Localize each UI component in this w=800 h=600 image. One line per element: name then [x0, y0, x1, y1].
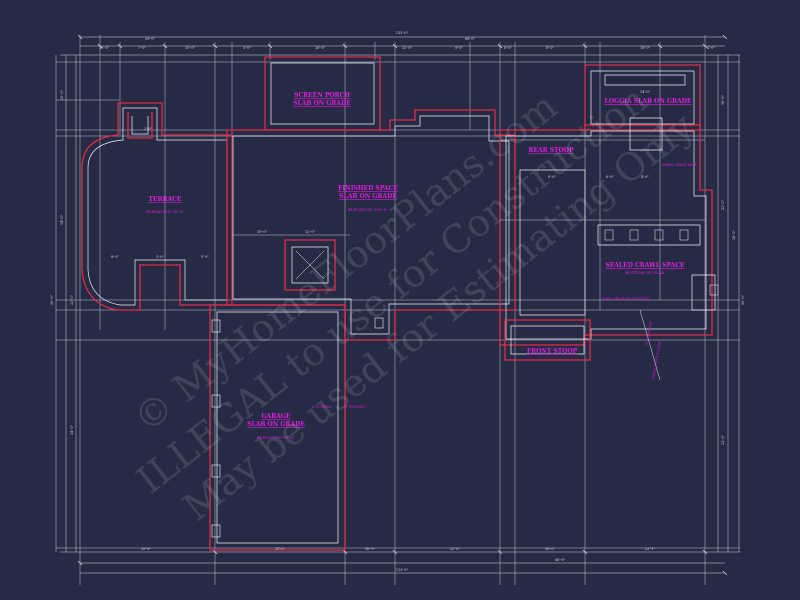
dim-interior-5: 8'-0"	[548, 175, 556, 179]
room-label-screen-porch-line2: SLAB ON GRADE	[293, 100, 351, 107]
room-sub-finished-space: ELEVATION 100'-0"	[348, 207, 389, 212]
dim-interior-9: 2'-0"	[144, 127, 152, 131]
dim-top-upper-0: 29'-0"	[145, 37, 156, 41]
dim-top-chain-5: 12'-0"	[402, 46, 413, 50]
dim-right-chain-1: 22'-0"	[721, 200, 725, 211]
dim-bottom-overall-1: 86'-0"	[555, 558, 566, 562]
room-label-garage-line2: SLAB ON GRADE	[247, 421, 305, 428]
dim-top-chain-9: 18'-0"	[640, 46, 651, 50]
dim-bottom-chain-3: 22'-8"	[450, 547, 461, 551]
room-sub-garage: ELEVATION 99'-6"	[257, 435, 295, 440]
dim-bottom-chain-2: 16'-0"	[365, 547, 376, 551]
room-label-finished-space-line2: SLAB ON GRADE	[339, 193, 397, 200]
dim-bottom-overall-0: 133'-0"	[396, 568, 409, 572]
dim-left-chain-0: 20'-0"	[60, 90, 64, 101]
dim-bottom-chain-1: 19'-0"	[275, 547, 286, 551]
dim-interior-2: 5'-0"	[201, 255, 209, 259]
dim-interior-8: 14'-0"	[640, 90, 651, 94]
note-crawl: CRAWL SPACE WALL	[662, 163, 698, 167]
dimension-grid	[55, 34, 740, 585]
note-cross-1: FOUNDATION	[645, 321, 653, 345]
note-footing-a: 4' FOOTING	[312, 405, 333, 409]
watermark-line-2: ILLEGAL to use for Construction	[129, 77, 656, 502]
dim-top-chain-0: 16'-0"	[99, 46, 110, 50]
dim-top-chain-10: 4'-0"	[707, 46, 715, 50]
dim-right-chain-2: 28'-0"	[732, 230, 736, 241]
dimension-labels: 133'-0" 29'-0" 88'-0" 16'-0" 7'-0" 10'-0…	[50, 31, 745, 572]
room-labels: SCREEN PORCH SLAB ON GRADE LOGGIA SLAB O…	[146, 92, 692, 440]
dim-top-chain-8: 8'-0"	[546, 46, 554, 50]
dim-left-chain-1: 14'-0"	[60, 215, 64, 226]
dim-interior-4: 12'-0"	[305, 230, 316, 234]
room-label-terrace: TERRACE	[148, 196, 181, 203]
room-label-garage: GARAGE	[261, 413, 291, 420]
dim-left-chain-3: 34'-0"	[70, 425, 74, 436]
dim-top-overall: 133'-0"	[396, 31, 409, 35]
dim-top-chain-1: 7'-0"	[138, 46, 146, 50]
dim-interior-1: 3'-0"	[156, 255, 164, 259]
dim-interior-6: 6'-0"	[606, 175, 614, 179]
room-label-finished-space: FINISHED SPACE	[338, 185, 398, 192]
room-label-rear-stoop: REAR STOOP	[528, 147, 574, 154]
room-sub-sealed-crawl-space: BOTTOM OF SLAB	[626, 270, 665, 275]
dim-left-chain-2: 22'-0"	[70, 295, 74, 306]
room-label-front-stoop: FRONT STOOP	[527, 348, 578, 355]
room-label-screen-porch: SCREEN PORCH	[294, 92, 350, 99]
room-label-sealed-crawl-space: SEALED CRAWL SPACE	[605, 262, 685, 269]
dim-right-chain-3: 22'-0"	[721, 435, 725, 446]
dim-interior-3: 10'-0"	[257, 230, 268, 234]
dim-left-overall: 90'-0"	[50, 295, 54, 306]
dim-top-chain-2: 10'-0"	[185, 46, 196, 50]
dim-right-chain-0: 18'-0"	[721, 95, 725, 106]
room-label-loggia: LOGGIA SLAB ON GRADE	[605, 98, 692, 105]
plan-notes: 4' FOOTING 4' FOOTING CRAWL SPACE FOUNDA…	[312, 163, 698, 409]
dim-top-chain-4: 16'-0"	[315, 46, 326, 50]
dim-top-chain-3: 5'-0"	[243, 46, 251, 50]
room-sub-terrace: ELEVATION 98'-6"	[146, 209, 184, 214]
foundation-walls	[81, 56, 719, 551]
dim-top-chain-6: 9'-0"	[455, 46, 463, 50]
dim-bottom-chain-0: 29'-6"	[141, 547, 152, 551]
watermark: © MyHomeFloorPlans.com ILLEGAL to use fo…	[125, 77, 702, 529]
dim-top-chain-7: 6'-0"	[504, 46, 512, 50]
dim-interior-0: 8'-0"	[111, 255, 119, 259]
note-stoop: CRAWL SPACE FOUNDATION	[600, 297, 650, 301]
dim-interior-7: 4'-0"	[641, 175, 649, 179]
dim-bottom-chain-5: 23'-1"	[645, 547, 656, 551]
dim-top-upper-1: 88'-0"	[465, 37, 476, 41]
note-cross-2: CRAWL SPACE ACCESS	[651, 341, 662, 380]
note-footing-b: 4' FOOTING	[345, 405, 366, 409]
dim-right-overall: 90'-0"	[741, 295, 745, 306]
dim-bottom-chain-4: 16'-0"	[545, 547, 556, 551]
